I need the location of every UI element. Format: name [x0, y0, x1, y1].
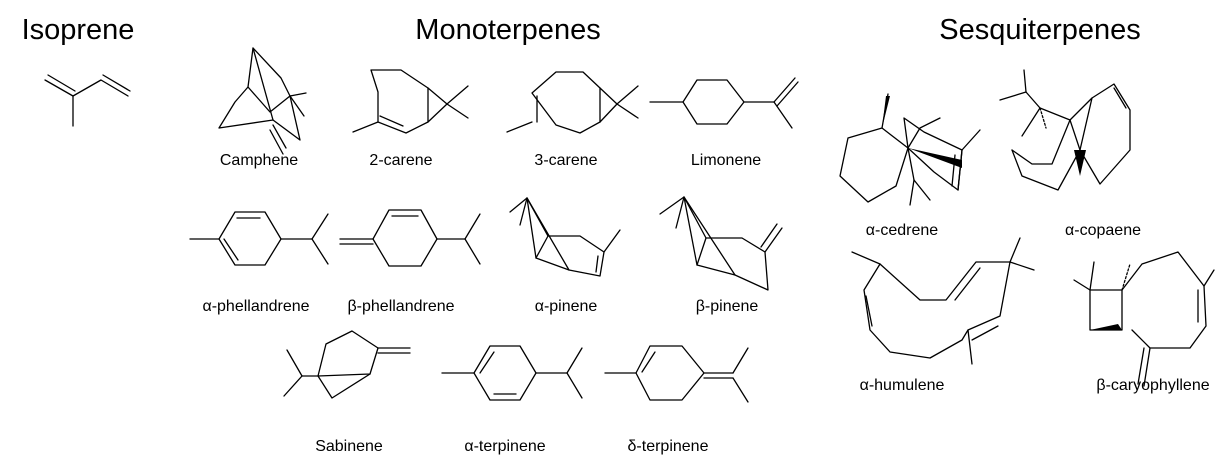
label-b-phellandrene: β-phellandrene [347, 298, 455, 315]
label-3-carene: 3-carene [534, 152, 598, 169]
label-b-caryophyllene: β-caryophyllene [1096, 377, 1210, 394]
isoprene-structure [44, 74, 131, 127]
heading-isoprene: Isoprene [21, 14, 135, 46]
label-camphene: Camphene [219, 152, 299, 169]
label-2-carene: 2-carene [369, 152, 433, 169]
b-phellandrene-structure [339, 209, 481, 267]
carene2-structure [352, 69, 469, 134]
heading-monoterpenes: Monoterpenes [415, 14, 601, 46]
label-sabinene: Sabinene [315, 438, 383, 455]
label-a-pinene: α-pinene [534, 298, 598, 315]
b-caryophyllene-structure [1073, 251, 1215, 387]
camphene-structure [218, 47, 307, 155]
sabinene-structure [283, 330, 411, 399]
a-copaene-structure [999, 69, 1131, 191]
label-a-phellandrene: α-phellandrene [202, 298, 310, 315]
label-a-cedrene: α-cedrene [865, 222, 939, 239]
a-terpinene-structure [441, 345, 583, 401]
label-b-pinene: β-pinene [695, 298, 759, 315]
a-phellandrene-structure [189, 211, 329, 266]
label-a-copaene: α-copaene [1065, 222, 1141, 239]
b-pinene-structure [659, 196, 783, 291]
label-a-terpinene: α-terpinene [464, 438, 546, 455]
label-a-humulene: α-humulene [859, 377, 945, 394]
a-humulene-structure [851, 237, 1035, 365]
a-cedrene-structure [839, 93, 981, 206]
label-d-terpinene: δ-terpinene [627, 438, 709, 455]
d-terpinene-structure [604, 345, 749, 403]
carene3-structure [506, 71, 639, 134]
limonene-structure [649, 77, 799, 129]
heading-sesquiterpenes: Sesquiterpenes [939, 14, 1141, 46]
label-limonene: Limonene [690, 152, 762, 169]
a-pinene-structure [509, 197, 621, 277]
